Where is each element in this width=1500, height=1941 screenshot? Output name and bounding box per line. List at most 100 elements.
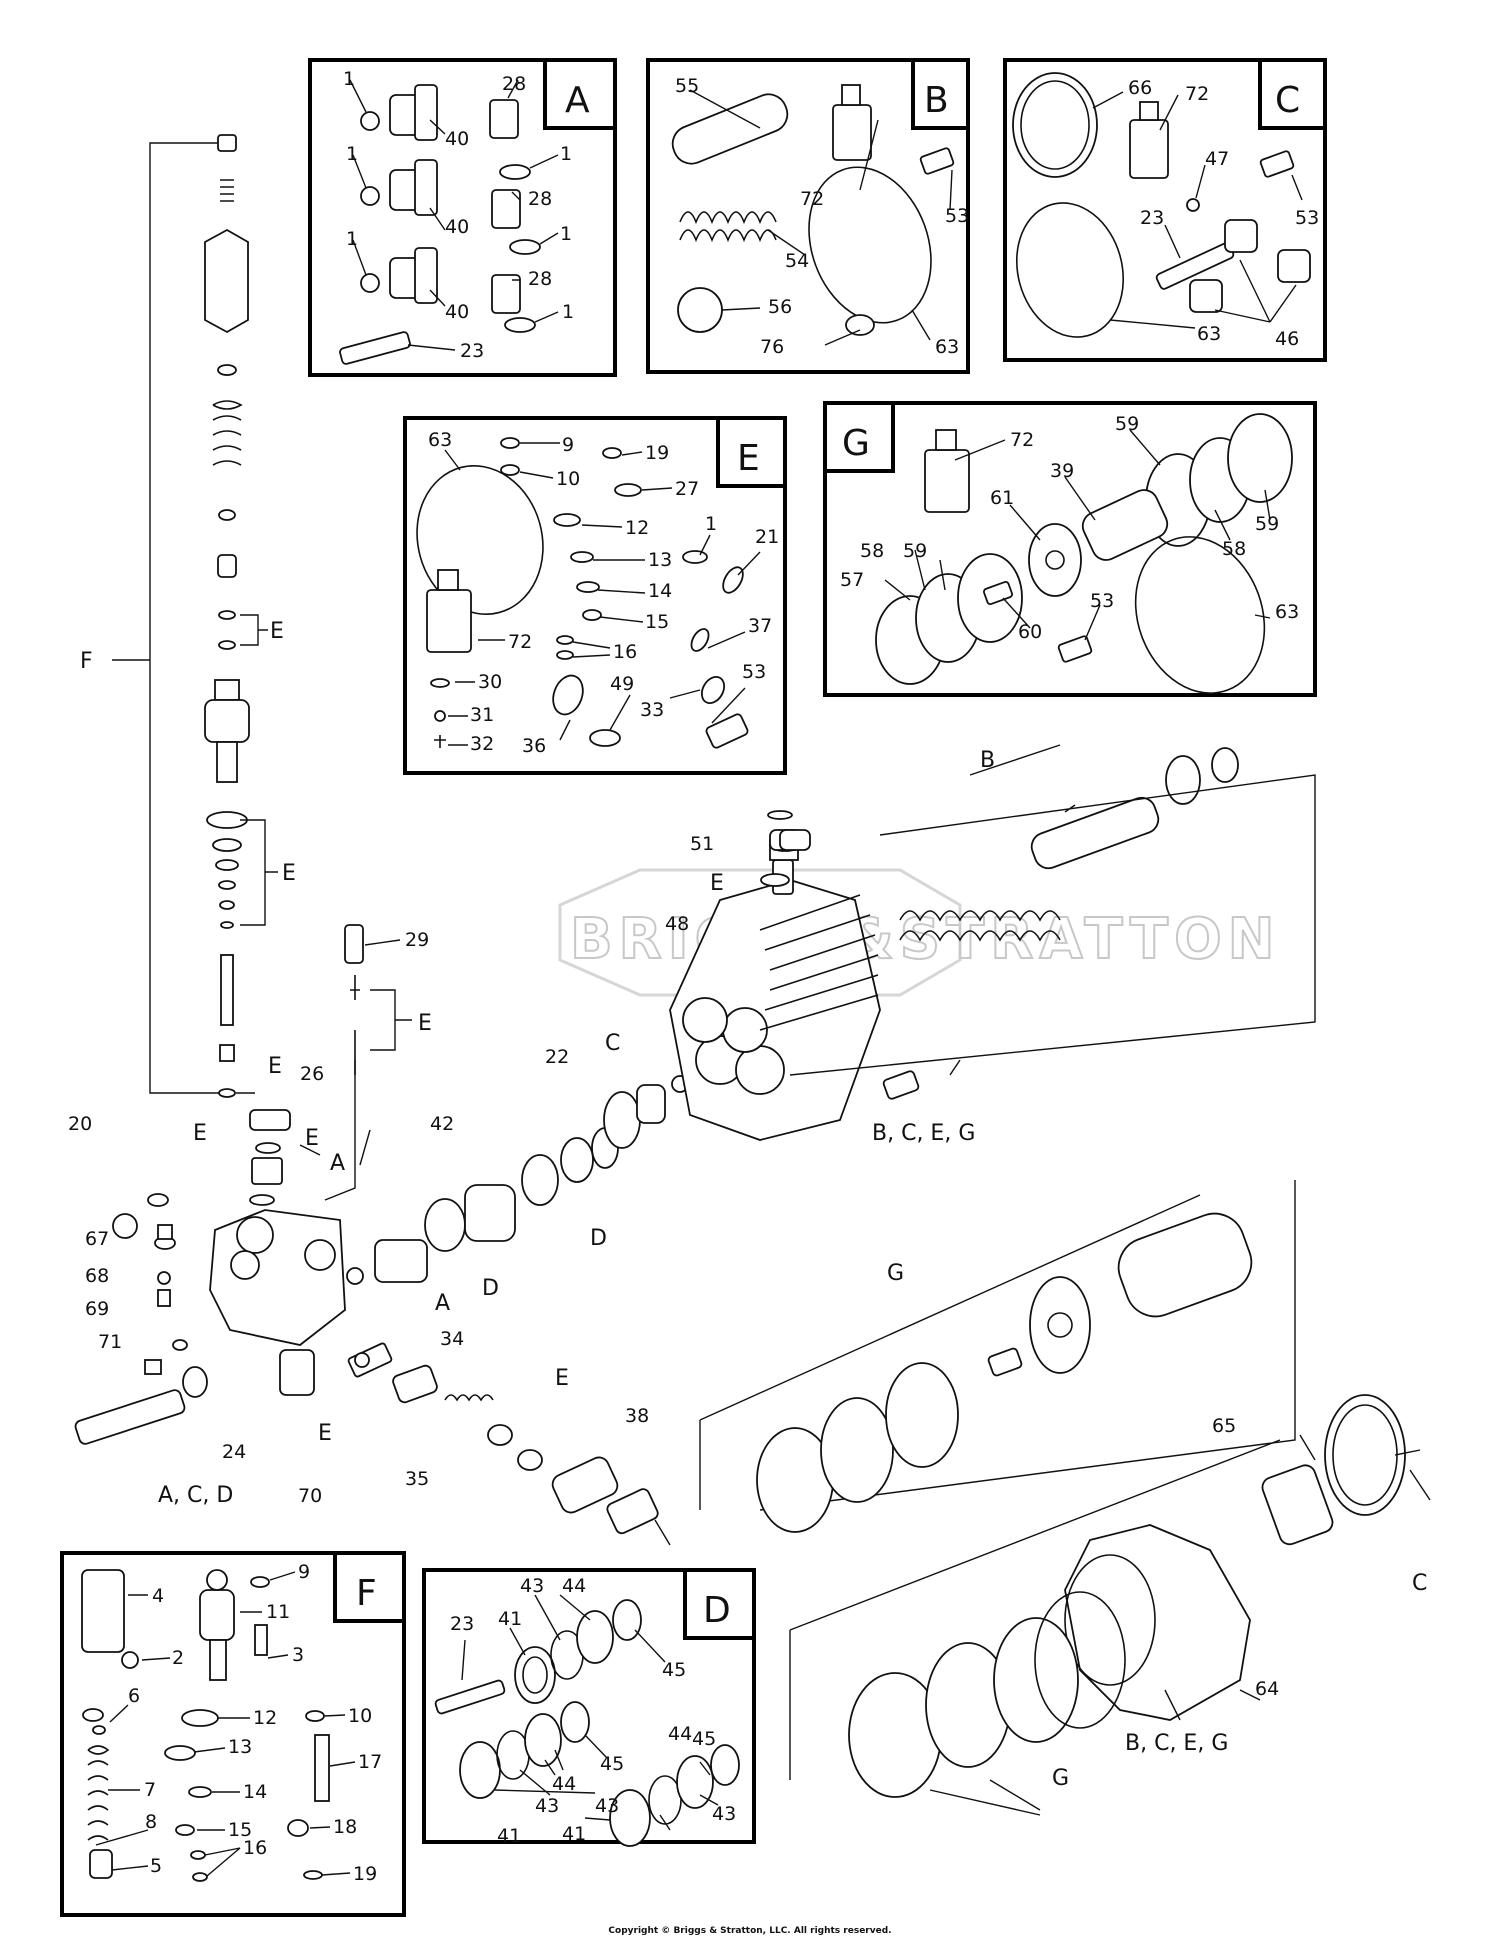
kit-box-b: B 55 72 53 54 56 76 63: [646, 58, 970, 374]
part-callout-label: 10: [556, 468, 580, 490]
part-callout-label: 57: [840, 569, 864, 591]
part-callout-label: 45: [692, 1728, 716, 1750]
part-callout-label: 2: [172, 1647, 184, 1669]
part-callout-label: 63: [935, 336, 959, 358]
part-callout-label: 19: [645, 442, 669, 464]
part-callout-label: 59: [1255, 513, 1279, 535]
part-callout-label: 43: [520, 1575, 544, 1597]
part-callout-label: 44: [562, 1575, 586, 1597]
part-callout-label: B, C, E, G: [872, 1121, 975, 1146]
part-callout-label: E: [318, 1421, 332, 1446]
part-callout-label: B, C, E, G: [1125, 1731, 1228, 1756]
part-callout-label: 61: [990, 487, 1014, 509]
part-callout-label: 60: [1018, 621, 1042, 643]
part-callout-label: 40: [445, 301, 469, 323]
kit-f-letter: F: [356, 1573, 377, 1614]
part-callout-label: 68: [85, 1265, 109, 1287]
part-callout-label: 16: [243, 1837, 267, 1859]
main-assembly: [74, 134, 1431, 1816]
part-callout-label: 55: [675, 75, 699, 97]
part-callout-label: 63: [1197, 323, 1221, 345]
part-callout-label: 31: [470, 704, 494, 726]
part-callout-label: 65: [1212, 1415, 1236, 1437]
part-callout-label: E: [710, 871, 724, 896]
part-callout-label: 63: [1275, 601, 1299, 623]
part-callout-label: 45: [600, 1753, 624, 1775]
kit-a-letter: A: [565, 80, 590, 121]
part-callout-label: 9: [298, 1561, 310, 1583]
copyright-notice: Copyright © Briggs & Stratton, LLC. All …: [608, 1926, 892, 1936]
part-callout-label: 5: [150, 1855, 162, 1877]
part-callout-label: 71: [98, 1331, 122, 1353]
main-callouts: F E E 29 E 51 E 48 C 22 42 E 26 E A 20 E…: [68, 619, 1427, 1791]
part-callout-label: 28: [528, 268, 552, 290]
part-callout-label: 1: [705, 513, 717, 535]
kit-box-a: A 1 28 40 1 1 28 40 1 1 28 40 1 23: [308, 58, 617, 377]
part-callout-label: 27: [675, 478, 699, 500]
part-callout-label: 24: [222, 1441, 246, 1463]
kit-e-letter: E: [737, 438, 760, 479]
part-callout-label: 1: [346, 228, 358, 250]
kit-box-d: D 43 44 23 41 45 44 45 43 44 45 41 43 41…: [422, 1568, 756, 1847]
part-callout-label: 43: [712, 1803, 736, 1825]
part-callout-label: 59: [903, 540, 927, 562]
part-callout-label: 4: [152, 1585, 164, 1607]
part-callout-label: 70: [298, 1485, 322, 1507]
part-callout-label: 59: [1115, 413, 1139, 435]
kit-box-c: C 66 72 47 53 23 63 46: [1003, 58, 1327, 362]
part-callout-label: E: [193, 1121, 207, 1146]
part-callout-label: 41: [498, 1608, 522, 1630]
part-callout-label: E: [282, 861, 296, 886]
part-callout-label: 72: [508, 631, 532, 653]
part-callout-label: 44: [668, 1723, 692, 1745]
part-callout-label: 23: [460, 340, 484, 362]
part-callout-label: 51: [690, 833, 714, 855]
part-callout-label: 29: [405, 929, 429, 951]
part-callout-label: 7: [144, 1779, 156, 1801]
part-callout-label: 38: [625, 1405, 649, 1427]
part-callout-label: E: [418, 1011, 432, 1036]
part-callout-label: 1: [560, 223, 572, 245]
part-callout-label: 15: [228, 1819, 252, 1841]
part-callout-label: 72: [800, 188, 824, 210]
part-callout-label: 16: [613, 641, 637, 663]
part-callout-label: D: [482, 1276, 499, 1301]
part-callout-label: 14: [243, 1781, 267, 1803]
part-callout-label: 13: [228, 1736, 252, 1758]
part-callout-label: G: [1052, 1766, 1069, 1791]
part-callout-label: 1: [562, 301, 574, 323]
part-callout-label: 23: [450, 1613, 474, 1635]
part-callout-label: 39: [1050, 460, 1074, 482]
part-callout-label: 53: [945, 205, 969, 227]
part-callout-label: E: [305, 1126, 319, 1151]
part-callout-label: B: [980, 748, 995, 773]
part-callout-label: 44: [552, 1773, 576, 1795]
part-callout-label: F: [80, 649, 93, 674]
part-callout-label: 1: [343, 68, 355, 90]
part-callout-label: 67: [85, 1228, 109, 1250]
part-callout-label: 53: [1090, 590, 1114, 612]
part-callout-label: 18: [333, 1816, 357, 1838]
part-callout-label: 3: [292, 1644, 304, 1666]
kit-box-g: G 72 59 39 61 58 59 59 58 57 60 53 63: [823, 401, 1317, 697]
part-callout-label: 49: [610, 673, 634, 695]
part-callout-label: C: [605, 1031, 620, 1056]
part-callout-label: 15: [645, 611, 669, 633]
part-callout-label: 56: [768, 296, 792, 318]
part-callout-label: 64: [1255, 1678, 1279, 1700]
part-callout-label: 54: [785, 250, 809, 272]
part-callout-label: 6: [128, 1685, 140, 1707]
part-callout-label: A, C, D: [158, 1483, 233, 1508]
part-callout-label: 46: [1275, 328, 1299, 350]
part-callout-label: 58: [860, 540, 884, 562]
part-callout-label: 43: [595, 1795, 619, 1817]
part-callout-label: 33: [640, 699, 664, 721]
part-callout-label: E: [555, 1366, 569, 1391]
part-callout-label: C: [1412, 1571, 1427, 1596]
kit-box-e: E 63 9 19 10 27 12 1 13 21 14 15 37 72 1…: [403, 416, 787, 775]
part-callout-label: 36: [522, 735, 546, 757]
part-callout-label: 32: [470, 733, 494, 755]
part-callout-label: 28: [528, 188, 552, 210]
part-callout-label: 66: [1128, 77, 1152, 99]
